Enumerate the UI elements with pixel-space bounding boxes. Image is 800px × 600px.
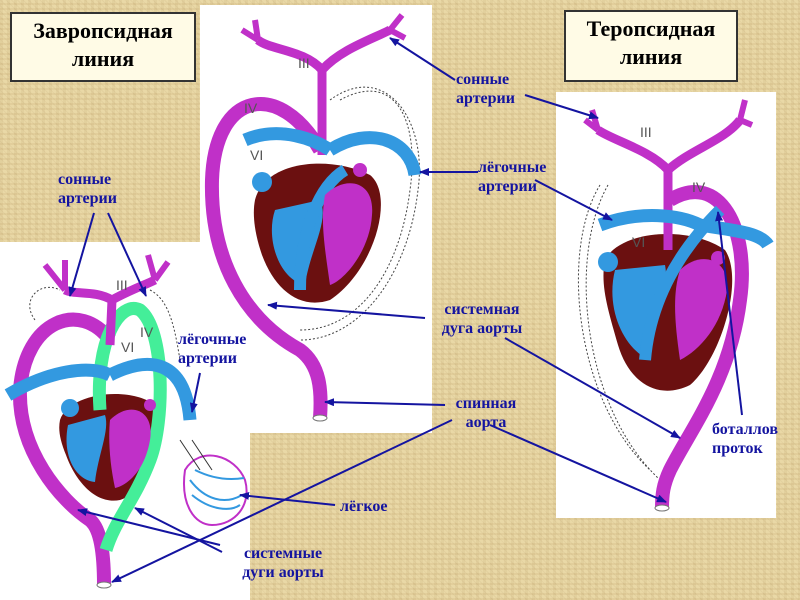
label-carotid-top: сонные артерии [456, 71, 515, 107]
label-systemic-arches: системные дуги аорты [242, 545, 324, 581]
pointer-arrows [68, 37, 743, 583]
middle-numeral-vi: VI [250, 147, 263, 163]
right-numeral-vi: VI [632, 234, 645, 250]
label-pulmonary-mid: лёгочные артерии [478, 159, 547, 195]
label-lung: лёгкое [340, 498, 388, 515]
lung-drawing [179, 439, 248, 527]
title-sauropsid: Завропсидная линия [10, 12, 196, 82]
middle-heart-diagram [204, 13, 422, 422]
left-numeral-vi: VI [121, 339, 134, 355]
label-carotid-left: сонные артерии [58, 171, 117, 207]
middle-numeral-iii: III [298, 55, 310, 71]
title-theropsid-text: Теропсидная линия [586, 16, 716, 69]
label-botallo-duct: боталлов проток [712, 421, 778, 457]
left-numeral-iv: IV [140, 324, 154, 340]
middle-numeral-iv: IV [244, 100, 258, 116]
label-systemic-arch: системная дуга аорты [441, 301, 523, 337]
label-dorsal-aorta: спинная аорта [455, 395, 517, 431]
left-numeral-iii: III [116, 277, 128, 293]
left-heart-diagram [4, 254, 248, 589]
label-pulmonary-left: лёгочные артерии [178, 331, 247, 367]
title-theropsid: Теропсидная линия [564, 10, 738, 82]
title-sauropsid-text: Завропсидная линия [33, 18, 173, 71]
right-numeral-iv: IV [692, 179, 706, 195]
right-heart-diagram [577, 99, 774, 512]
right-numeral-iii: III [640, 124, 652, 140]
